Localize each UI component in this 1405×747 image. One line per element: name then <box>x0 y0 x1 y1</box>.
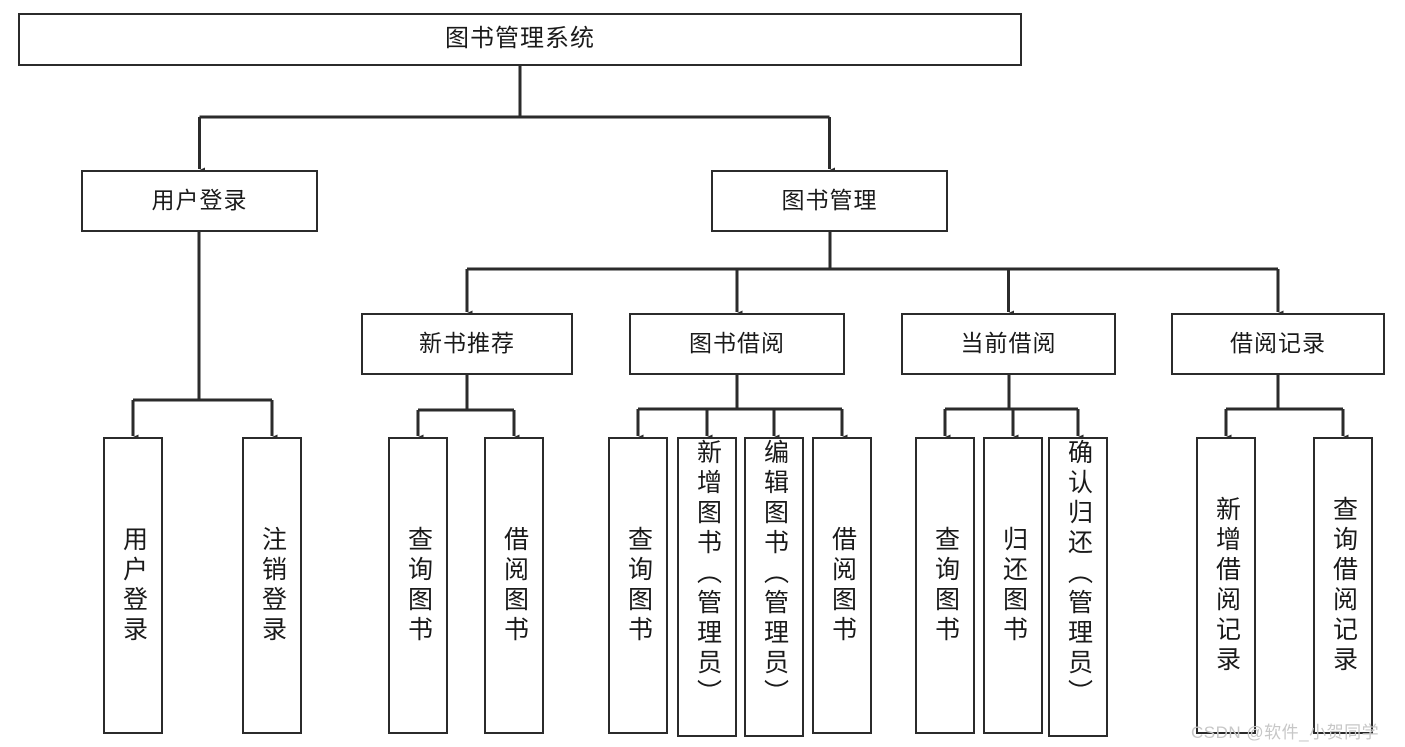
node-label: 用户登录 <box>119 525 148 646</box>
leaf-confirm-return-admin[interactable]: 确认归还（管理员） <box>1048 437 1108 737</box>
node-label: 确认归还（管理员） <box>1064 439 1093 709</box>
node-user-login[interactable]: 用户登录 <box>81 170 318 232</box>
node-label: 图书管理系统 <box>445 25 595 53</box>
node-label: 新增图书（管理员） <box>693 439 722 709</box>
leaf-borrow-book-recommend[interactable]: 借阅图书 <box>484 437 544 734</box>
leaf-query-borrow-record[interactable]: 查询借阅记录 <box>1313 437 1373 734</box>
node-label: 查询图书 <box>931 525 960 646</box>
leaf-edit-book-admin[interactable]: 编辑图书（管理员） <box>744 437 804 737</box>
leaf-query-book-borrow[interactable]: 查询图书 <box>608 437 668 734</box>
node-label: 查询借阅记录 <box>1329 495 1358 676</box>
node-label: 新增借阅记录 <box>1212 495 1241 676</box>
node-label: 用户登录 <box>151 187 248 214</box>
leaf-query-book-current[interactable]: 查询图书 <box>915 437 975 734</box>
csdn-watermark: CSDN @软件_小贺同学 <box>1191 723 1380 742</box>
node-label: 归还图书 <box>999 525 1028 646</box>
node-label: 注销登录 <box>258 525 287 646</box>
node-label: 编辑图书（管理员） <box>760 439 789 709</box>
node-label: 借阅图书 <box>828 525 857 646</box>
node-label: 借阅图书 <box>500 525 529 646</box>
leaf-return-book[interactable]: 归还图书 <box>983 437 1043 734</box>
leaf-logout[interactable]: 注销登录 <box>242 437 302 734</box>
leaf-borrow-book[interactable]: 借阅图书 <box>812 437 872 734</box>
node-book-manage[interactable]: 图书管理 <box>711 170 948 232</box>
edges-group <box>127 66 1349 445</box>
node-label: 图书借阅 <box>689 330 785 357</box>
node-label: 新书推荐 <box>419 330 515 357</box>
node-label: 查询图书 <box>624 525 653 646</box>
node-label: 图书管理 <box>781 187 878 214</box>
leaf-query-book-recommend[interactable]: 查询图书 <box>388 437 448 734</box>
leaf-add-book-admin[interactable]: 新增图书（管理员） <box>677 437 737 737</box>
leaf-user-login[interactable]: 用户登录 <box>103 437 163 734</box>
node-borrow-record[interactable]: 借阅记录 <box>1171 313 1385 375</box>
node-label: 当前借阅 <box>960 330 1057 357</box>
node-root-system[interactable]: 图书管理系统 <box>18 13 1022 66</box>
leaf-add-borrow-record[interactable]: 新增借阅记录 <box>1196 437 1256 734</box>
node-label: 借阅记录 <box>1230 330 1326 357</box>
node-label: 查询图书 <box>404 525 433 646</box>
node-new-book-recommend[interactable]: 新书推荐 <box>361 313 573 375</box>
node-current-borrow[interactable]: 当前借阅 <box>901 313 1116 375</box>
node-book-borrow[interactable]: 图书借阅 <box>629 313 845 375</box>
